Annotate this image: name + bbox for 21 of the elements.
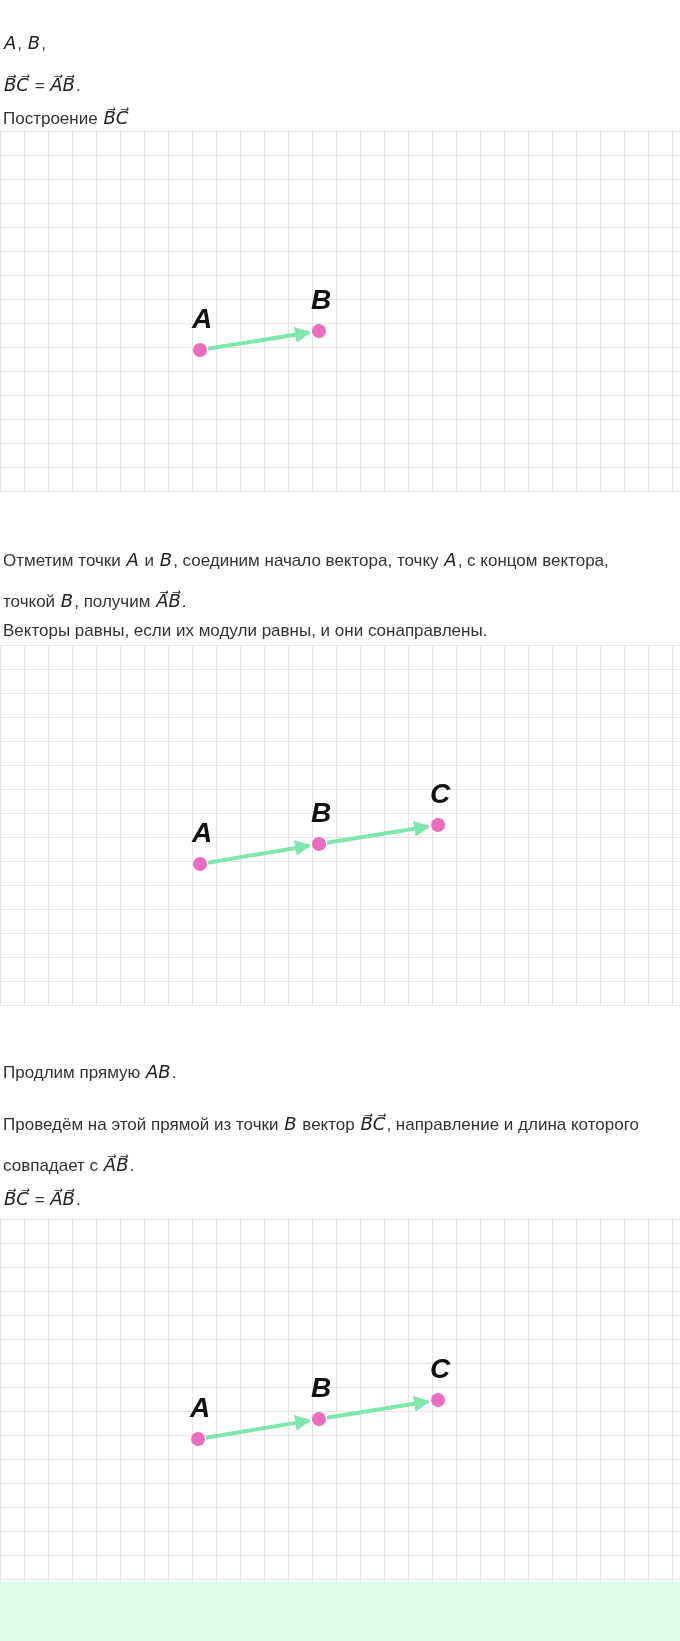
vector-arrow	[205, 1415, 312, 1440]
text-line: Построение B⃗C⃗	[3, 109, 130, 128]
vector-arrow	[207, 326, 312, 351]
point-label: A	[190, 818, 214, 848]
point-label: A	[190, 304, 214, 334]
point-label: B	[309, 285, 333, 315]
point-label: C	[428, 1354, 452, 1384]
point-label: C	[428, 779, 452, 809]
vector-arrow	[326, 820, 431, 845]
text-line: B⃗C⃗ = A⃗B⃗.	[3, 1190, 81, 1209]
text-line: B⃗C⃗ = A⃗B⃗.	[3, 76, 81, 95]
text-line: Отметим точки A и B, соединим начало вектора, точку A, с концом вектора, точкой B, получим A⃗B⃗.	[3, 551, 609, 611]
point-label: B	[309, 1373, 333, 1403]
vector-arrow	[207, 840, 312, 865]
text-line: A, B,	[3, 34, 46, 53]
text-line: Продлим прямую AB.	[3, 1063, 177, 1082]
text-line: Векторы равны, если их модули равны, и они сонаправлены.	[3, 621, 488, 640]
vector-arrow	[326, 1395, 431, 1420]
point-label: B	[309, 798, 333, 828]
point-label: A	[188, 1393, 212, 1423]
text-line: Проведём на этой прямой из точки B вектор B⃗C⃗, направление и длина которого совпадает с A⃗B⃗.	[3, 1115, 639, 1175]
